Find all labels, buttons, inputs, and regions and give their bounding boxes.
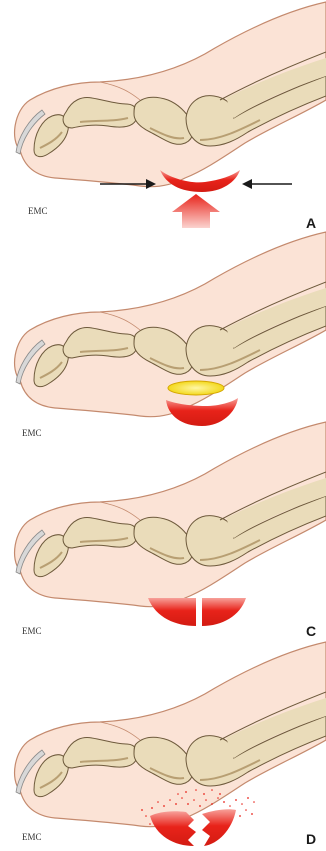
pulp-pad-d-left bbox=[150, 811, 196, 846]
force-arrow-up bbox=[172, 194, 220, 228]
fat-pad-b bbox=[168, 381, 224, 395]
panel-letter-d: D bbox=[306, 831, 316, 847]
panel-c: EMC C bbox=[15, 422, 326, 639]
pulp-pad-d-right bbox=[202, 809, 236, 846]
panel-d: EMC D bbox=[15, 642, 326, 847]
pulp-pad-c-left bbox=[148, 598, 196, 626]
finger-c bbox=[15, 422, 326, 607]
credit-d: EMC bbox=[22, 832, 42, 842]
panel-letter-c: C bbox=[306, 623, 316, 639]
credit-c: EMC bbox=[22, 626, 42, 636]
panel-letter-a: A bbox=[306, 215, 316, 231]
credit-b: EMC bbox=[22, 428, 42, 438]
credit-a: EMC bbox=[28, 206, 48, 216]
finger-a bbox=[15, 2, 326, 187]
finger-d bbox=[15, 642, 326, 827]
compression-arrow-right bbox=[242, 179, 292, 189]
panel-a: EMC A bbox=[15, 2, 326, 231]
pulp-pad-c-right bbox=[202, 598, 246, 626]
panel-b: EMC B bbox=[15, 232, 326, 441]
